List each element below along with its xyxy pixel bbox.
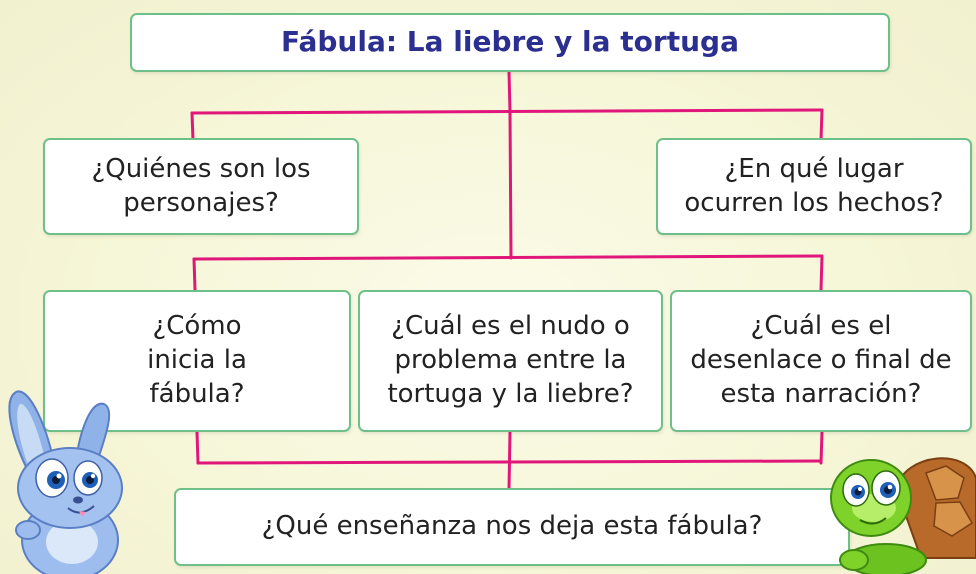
node-lugar: ¿En qué lugar ocurren los hechos? <box>656 138 972 235</box>
node-ensenanza: ¿Qué enseñanza nos deja esta fábula? <box>174 488 850 566</box>
diagram-title: Fábula: La liebre y la tortuga <box>281 25 739 59</box>
node-personajes-text: ¿Quiénes son los personajes? <box>91 153 311 218</box>
node-desenlace-text: ¿Cuál es el desenlace o final de esta na… <box>690 311 952 409</box>
node-ensenanza-text: ¿Qué enseñanza nos deja esta fábula? <box>261 511 763 542</box>
node-nudo-text: ¿Cuál es el nudo o problema entre la tor… <box>387 311 634 409</box>
node-personajes: ¿Quiénes son los personajes? <box>43 138 359 235</box>
node-lugar-text: ¿En qué lugar ocurren los hechos? <box>684 153 944 218</box>
turtle-illustration <box>830 457 976 574</box>
title-box: Fábula: La liebre y la tortuga <box>130 13 890 72</box>
node-nudo: ¿Cuál es el nudo o problema entre la tor… <box>358 290 663 432</box>
node-inicio-text: ¿Cómo inicia la fábula? <box>147 311 247 409</box>
node-desenlace: ¿Cuál es el desenlace o final de esta na… <box>670 290 972 432</box>
rabbit-illustration <box>8 390 123 574</box>
